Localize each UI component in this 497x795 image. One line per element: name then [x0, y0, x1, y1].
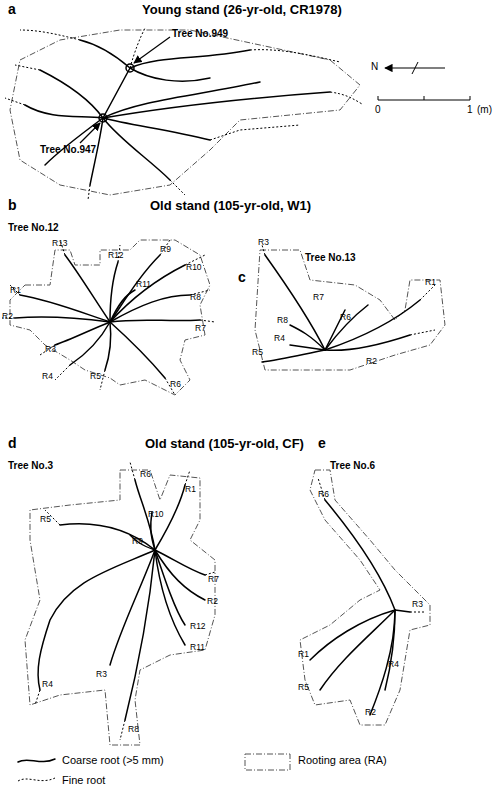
- root-number: R7: [313, 293, 324, 302]
- root-number: R5: [90, 372, 101, 381]
- panel-letter: d: [8, 436, 17, 451]
- root-number: R4: [274, 334, 285, 343]
- north-label: N: [371, 61, 378, 72]
- root-number: R12: [108, 251, 124, 260]
- tree-label: Tree No.6: [330, 460, 375, 471]
- root-number: R10: [148, 510, 164, 519]
- root-number: R2: [207, 597, 218, 606]
- scale-number: 1: [467, 104, 473, 115]
- root-number: R3: [96, 670, 107, 679]
- root-number: R2: [2, 312, 13, 321]
- tree-label: Tree No.949: [172, 28, 228, 39]
- panel-title: Old stand (105-yr-old, W1): [150, 199, 311, 213]
- tree-label: Tree No.12: [8, 222, 59, 233]
- root-number: R6: [170, 380, 181, 389]
- root-number: R4: [42, 680, 53, 689]
- root-number: R5: [252, 348, 263, 357]
- root-number: R4: [42, 372, 53, 381]
- panel-letter: e: [318, 436, 326, 451]
- root-number: R8: [277, 316, 288, 325]
- root-number: R8: [128, 725, 139, 734]
- root-number: R6: [340, 313, 351, 322]
- root-number: R6: [140, 470, 151, 479]
- panel-letter: c: [238, 270, 246, 285]
- panel-e-roots: [300, 470, 430, 725]
- legend-text: Fine root: [62, 774, 105, 786]
- root-number: R5: [298, 683, 309, 692]
- root-number: R11: [136, 280, 151, 289]
- root-number: R6: [318, 490, 329, 499]
- scale-unit: (m): [477, 104, 492, 115]
- root-number: R7: [195, 324, 206, 333]
- root-number: R11: [190, 643, 205, 652]
- panel-b-roots: [2, 240, 215, 395]
- legend-text: Rooting area (RA): [298, 754, 387, 766]
- root-number: R1: [298, 650, 309, 659]
- root-number: R3: [412, 600, 423, 609]
- root-number: R1: [10, 286, 21, 295]
- root-number: R1: [185, 485, 196, 494]
- root-number: R13: [52, 239, 68, 248]
- root-number: R8: [190, 293, 201, 302]
- root-number: R9: [132, 537, 143, 546]
- tree-label: Tree No.13: [305, 252, 356, 263]
- legend-samples: [18, 754, 290, 781]
- panel-a-roots: [5, 28, 470, 200]
- root-number: R2: [365, 708, 376, 717]
- scale-number: 0: [375, 104, 381, 115]
- panel-title: Young stand (26-yr-old, CR1978): [142, 3, 342, 17]
- panel-letter: b: [8, 198, 17, 213]
- root-number: R7: [208, 575, 219, 584]
- root-number: R2: [366, 357, 377, 366]
- panel-d-roots: [25, 462, 215, 745]
- root-number: R12: [190, 622, 206, 631]
- panel-title: Old stand (105-yr-old, CF): [145, 437, 304, 451]
- root-number: R3: [45, 345, 56, 354]
- tree-label: Tree No.947: [40, 144, 96, 155]
- root-number: R4: [388, 660, 399, 669]
- root-number: R1: [425, 278, 436, 287]
- root-number: R9: [160, 245, 171, 254]
- panel-c-roots: [255, 245, 445, 370]
- root-number: R10: [186, 263, 202, 272]
- legend-text: Coarse root (>5 mm): [62, 754, 164, 766]
- root-number: R3: [258, 238, 269, 247]
- panel-letter: a: [8, 2, 16, 17]
- root-number: R5: [40, 515, 51, 524]
- tree-label: Tree No.3: [8, 460, 53, 471]
